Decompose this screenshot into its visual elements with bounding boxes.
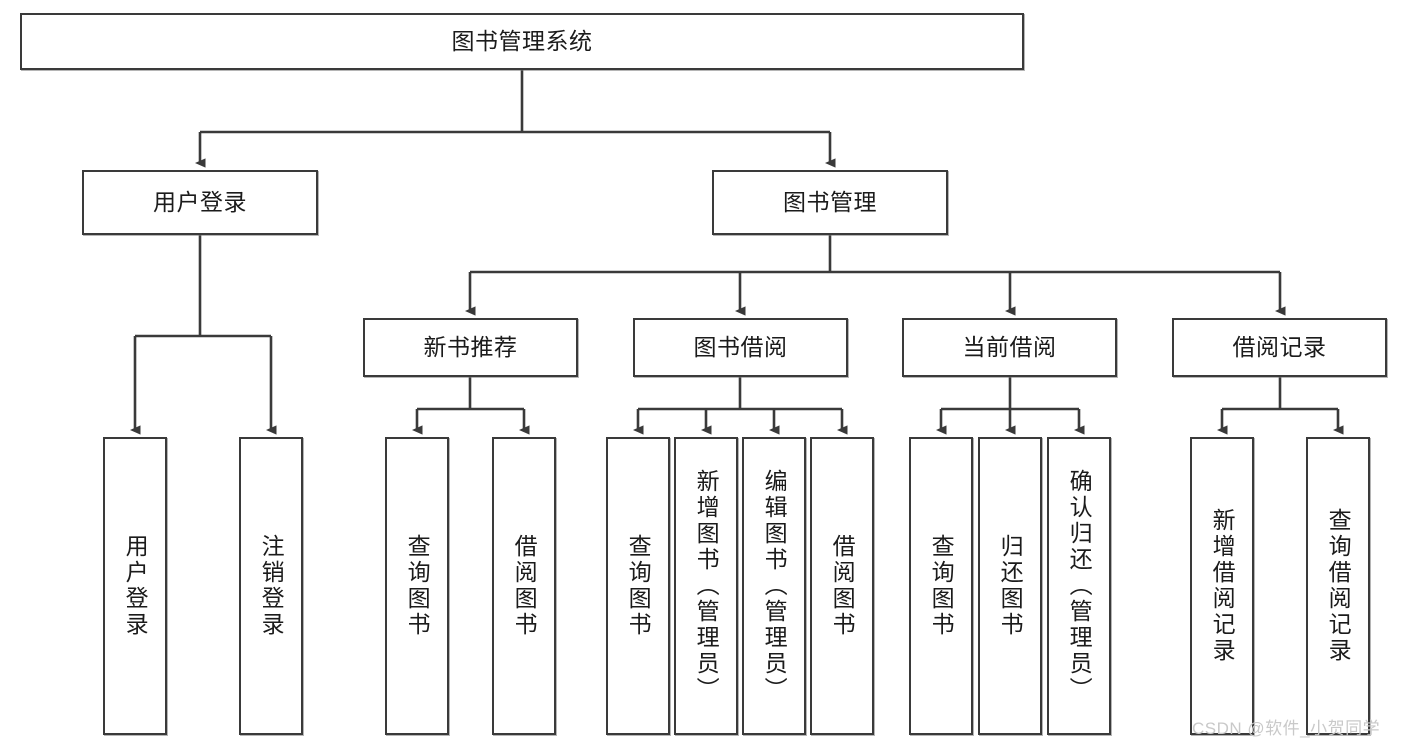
node-borrow-record[interactable]: 借阅记录 (1172, 318, 1387, 377)
leaf-return-book[interactable]: 归还图书 (978, 437, 1042, 735)
node-label: 当前借阅 (962, 334, 1057, 361)
node-label: 新书推荐 (423, 334, 518, 361)
node-current-borrow[interactable]: 当前借阅 (902, 318, 1117, 377)
node-label: 归还图书 (997, 534, 1024, 638)
node-label: 注销登录 (258, 534, 285, 638)
node-label: 用户登录 (122, 534, 149, 638)
node-user-login[interactable]: 用户登录 (82, 170, 318, 235)
node-book-manage[interactable]: 图书管理 (712, 170, 948, 235)
node-label: 编辑图书（管理员） (761, 469, 788, 703)
leaf-query-record[interactable]: 查询借阅记录 (1306, 437, 1370, 735)
node-root-system[interactable]: 图书管理系统 (20, 13, 1024, 70)
node-label: 新增图书（管理员） (693, 469, 720, 703)
node-label: 借阅图书 (511, 534, 538, 638)
node-label: 图书管理 (783, 189, 877, 216)
leaf-user-login[interactable]: 用户登录 (103, 437, 167, 735)
leaf-query-book-1[interactable]: 查询图书 (385, 437, 449, 735)
node-label: 查询借阅记录 (1325, 508, 1352, 664)
node-book-borrow[interactable]: 图书借阅 (633, 318, 848, 377)
node-label: 图书借阅 (693, 334, 788, 361)
node-label: 查询图书 (928, 534, 955, 638)
node-new-book-recommend[interactable]: 新书推荐 (363, 318, 578, 377)
leaf-borrow-book-2[interactable]: 借阅图书 (810, 437, 874, 735)
leaf-query-book-2[interactable]: 查询图书 (606, 437, 670, 735)
leaf-confirm-return[interactable]: 确认归还（管理员） (1047, 437, 1111, 735)
node-label: 新增借阅记录 (1209, 508, 1236, 664)
node-label: 用户登录 (153, 189, 247, 216)
csdn-watermark: CSDN @软件_小贺同学 (1192, 719, 1381, 738)
node-label: 确认归还（管理员） (1066, 469, 1093, 703)
node-label: 借阅图书 (829, 534, 856, 638)
node-label: 查询图书 (404, 534, 431, 638)
node-label: 图书管理系统 (451, 28, 593, 55)
leaf-edit-book[interactable]: 编辑图书（管理员） (742, 437, 806, 735)
node-label: 借阅记录 (1232, 334, 1327, 361)
leaf-user-logout[interactable]: 注销登录 (239, 437, 303, 735)
leaf-add-book[interactable]: 新增图书（管理员） (674, 437, 738, 735)
leaf-borrow-book-1[interactable]: 借阅图书 (492, 437, 556, 735)
leaf-add-record[interactable]: 新增借阅记录 (1190, 437, 1254, 735)
node-label: 查询图书 (625, 534, 652, 638)
leaf-query-book-3[interactable]: 查询图书 (909, 437, 973, 735)
